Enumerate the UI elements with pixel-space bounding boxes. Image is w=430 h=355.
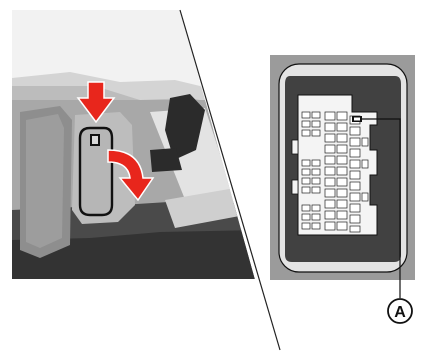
left-panel-dashboard-cover — [12, 10, 272, 285]
callout-a-label: A — [394, 304, 406, 321]
right-panel-fuse-box — [270, 55, 415, 280]
fuse-puller-slot — [352, 116, 362, 122]
